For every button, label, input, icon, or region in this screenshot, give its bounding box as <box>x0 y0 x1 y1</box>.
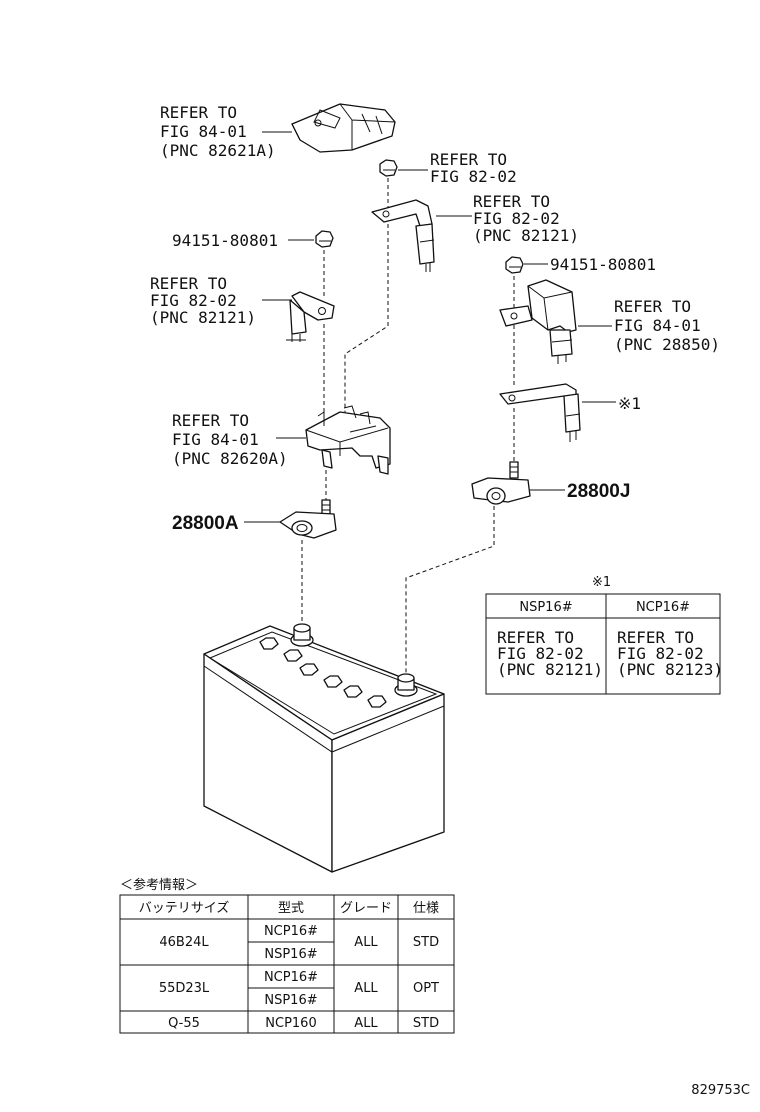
nut-top <box>379 159 398 177</box>
reference-table-cell: ALL <box>354 1016 378 1031</box>
callout-line: FIG 82-02 <box>473 209 560 228</box>
reference-table-header: バッテリサイズ <box>139 900 230 916</box>
reference-table-cell: Q-55 <box>168 1016 200 1031</box>
battery <box>203 623 445 873</box>
callout-bolt-right: 94151-80801 <box>524 255 656 274</box>
reference-table-header: 仕様 <box>413 901 439 916</box>
callout-note-mark: ※1 <box>582 394 641 413</box>
reference-table-header: 型式 <box>278 901 304 916</box>
callout-bolt-left: 94151-80801 <box>172 231 314 250</box>
battery-caps <box>259 637 387 708</box>
reference-table-cell: NCP160 <box>265 1016 316 1031</box>
reference-table-cell: NSP16# <box>264 947 317 962</box>
callout-bracket-left: REFER TO FIG 82-02 (PNC 82121) <box>150 274 292 327</box>
callout-line: FIG 84-01 <box>614 316 701 335</box>
callout-line: REFER TO <box>150 274 227 293</box>
reference-table-cell: NCP16# <box>264 970 318 985</box>
callout-line: REFER TO <box>160 103 237 122</box>
bracket-note <box>499 383 581 442</box>
bracket-top <box>371 199 435 272</box>
note-table-mark: ※1 <box>592 575 611 590</box>
part-number-label: 94151-80801 <box>172 231 278 250</box>
part-number-label: 28800J <box>567 481 630 502</box>
reference-table-title: ＜参考情報＞ <box>120 877 198 893</box>
callout-line: FIG 84-01 <box>172 430 259 449</box>
callout-line: REFER TO <box>473 192 550 211</box>
relay-part <box>291 103 396 153</box>
battery-terminal-post-positive <box>394 673 418 697</box>
callout-line: (PNC 82620A) <box>172 449 288 468</box>
note-table-cell: FIG 82-02 <box>617 644 704 663</box>
reference-table-cell: NCP16# <box>264 924 318 939</box>
reference-table-cell: 55D23L <box>159 981 210 996</box>
callout-line: (PNC 82121) <box>473 226 579 245</box>
reference-table-cell: ALL <box>354 981 378 996</box>
bracket-left <box>286 291 335 342</box>
fuse-block-right <box>499 279 577 364</box>
reference-table-cell: STD <box>413 935 439 950</box>
reference-table-cell: STD <box>413 1016 439 1031</box>
fuse-block-left <box>305 405 391 475</box>
part-number-label: 94151-80801 <box>550 255 656 274</box>
note-table-cell: (PNC 82121) <box>497 660 603 679</box>
note-table: ※1 NSP16# NCP16# REFER TO FIG 82-02 (PNC… <box>485 575 723 695</box>
reference-table: ＜参考情報＞ バッテリサイズ 型式 グレード 仕様 46B24L NCP16# … <box>119 877 455 1034</box>
note-table-header: NCP16# <box>636 600 690 615</box>
figure-code: 829753C <box>691 1083 750 1098</box>
reference-table-cell: 46B24L <box>159 935 209 950</box>
callout-line: REFER TO <box>172 411 249 430</box>
callout-line: FIG 82-02 <box>430 167 517 186</box>
reference-table-header: グレード <box>340 901 392 916</box>
part-number-label: 28800A <box>172 513 239 534</box>
terminal-28800a <box>279 499 337 539</box>
terminal-28800j <box>471 461 531 505</box>
reference-table-cell: OPT <box>413 981 439 996</box>
reference-table-cell: NSP16# <box>264 993 317 1008</box>
callout-nut-top: REFER TO FIG 82-02 <box>398 150 517 186</box>
battery-terminal-post-negative <box>290 623 314 647</box>
note-table-cell: REFER TO <box>497 628 574 647</box>
callout-28800j: 28800J <box>530 481 630 502</box>
note-mark: ※1 <box>618 394 641 413</box>
callout-line: REFER TO <box>430 150 507 169</box>
callout-line: FIG 82-02 <box>150 291 237 310</box>
callout-28800a: 28800A <box>172 513 280 534</box>
callout-line: FIG 84-01 <box>160 122 247 141</box>
callout-line: (PNC 28850) <box>614 335 720 354</box>
nut-left <box>315 230 334 248</box>
callout-line: REFER TO <box>614 297 691 316</box>
callout-bracket-top: REFER TO FIG 82-02 (PNC 82121) <box>436 192 579 245</box>
callout-relay-top: REFER TO FIG 84-01 (PNC 82621A) <box>160 103 292 160</box>
callout-block-left: REFER TO FIG 84-01 (PNC 82620A) <box>172 411 306 468</box>
note-table-cell: (PNC 82123) <box>617 660 723 679</box>
callout-line: (PNC 82621A) <box>160 141 276 160</box>
note-table-cell: FIG 82-02 <box>497 644 584 663</box>
callout-line: (PNC 82121) <box>150 308 256 327</box>
reference-table-cell: ALL <box>354 935 378 950</box>
nut-right <box>505 256 524 274</box>
note-table-cell: REFER TO <box>617 628 694 647</box>
callout-block-right: REFER TO FIG 84-01 (PNC 28850) <box>578 297 720 354</box>
note-table-header: NSP16# <box>519 600 572 615</box>
